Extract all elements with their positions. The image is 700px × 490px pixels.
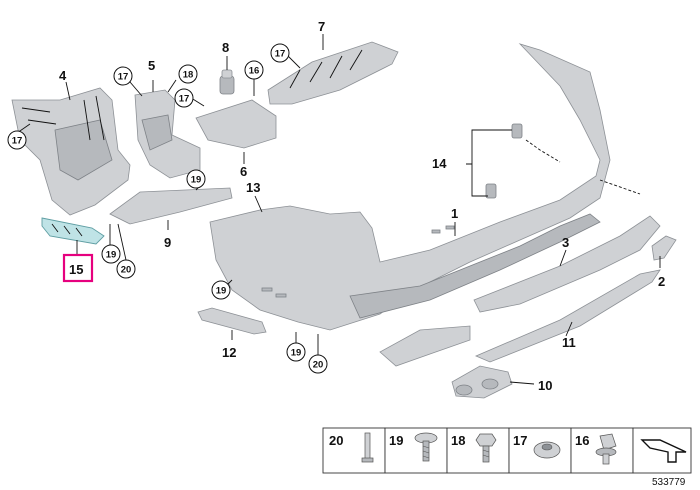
part-15-bracket [41,217,105,245]
callout-13: 13 [246,180,260,195]
callout-2: 2 [658,274,665,289]
callout-6: 6 [240,164,247,179]
callout-12: 12 [222,345,236,360]
callout-20-a: 20 [116,259,136,279]
part-3-diffuser [473,215,661,313]
callout-11: 11 [562,335,576,350]
callout-5: 5 [148,58,155,73]
part-6-panel [195,99,277,149]
callout-19-d: 19 [286,342,306,362]
callout-15: 15 [69,262,83,277]
callout-19-b: 19 [101,244,121,264]
callout-1: 1 [451,206,458,221]
part-2-reflector [651,235,677,261]
lower-diffuser-frame [379,325,471,367]
part-7-bracket [267,41,399,105]
hex-screw-icon [475,433,497,463]
legend-label-20: 20 [329,433,343,448]
callout-16-a: 16 [244,60,264,80]
circled-callouts: 17 17 18 17 16 17 19 19 20 19 19 20 [7,43,328,374]
callout-20-b: 20 [308,354,328,374]
callout-10: 10 [538,378,552,393]
part-8-clip [219,69,235,95]
callout-17-b: 17 [113,66,133,86]
part-5-bracket [134,89,201,179]
svg-text:19: 19 [106,250,117,261]
fastener-legend: 20 19 18 17 16 [322,427,692,474]
svg-text:19: 19 [216,286,227,297]
nut-icon [533,441,561,459]
legend-label-16: 16 [575,433,589,448]
part-11-trim [474,269,661,363]
svg-text:18: 18 [183,70,194,81]
svg-text:19: 19 [291,348,302,359]
svg-text:19: 19 [191,175,202,186]
diagram-id: 533779 [652,477,686,488]
callout-3: 3 [562,235,569,250]
callout-14: 14 [432,156,447,171]
highlight-box-15 [62,253,94,283]
svg-text:20: 20 [121,265,132,276]
callout-7: 7 [318,19,325,34]
part-4-bracket [11,87,131,216]
svg-text:17: 17 [275,49,286,60]
svg-text:17: 17 [118,72,129,83]
legend-label-17: 17 [513,433,527,448]
callout-18: 18 [178,64,198,84]
clip-icon [595,433,617,465]
part-14-sensors [485,123,523,199]
callout-19-c: 19 [211,280,231,300]
callout-17-d: 17 [270,43,290,63]
svg-text:16: 16 [249,66,260,77]
callout-17-c: 17 [174,88,194,108]
arrow-symbol-icon [640,439,687,463]
legend-label-19: 19 [389,433,403,448]
part-9-bracket [109,187,233,225]
rivet-icon [361,432,374,463]
svg-text:20: 20 [313,360,324,371]
callout-19-a: 19 [186,169,206,189]
part-12-trim [197,307,267,335]
part-10-exhaust-tips [451,365,513,399]
svg-text:17: 17 [179,94,190,105]
callout-8: 8 [222,40,229,55]
svg-text:17: 17 [12,136,23,147]
callout-17-a: 17 [7,130,27,150]
legend-label-18: 18 [451,433,465,448]
callout-4: 4 [59,68,67,83]
callout-9: 9 [164,235,171,250]
washer-screw-icon [414,432,438,462]
part-1-bumper-cover [209,43,611,331]
